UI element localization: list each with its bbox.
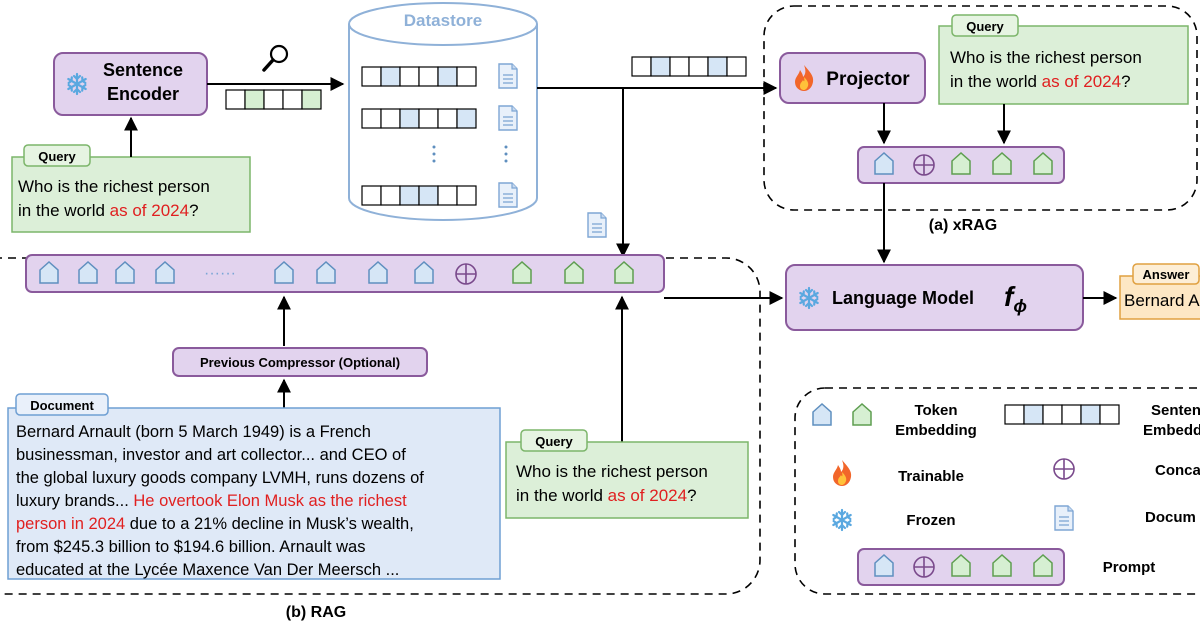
document-icon	[587, 212, 607, 238]
query-embedding-vector	[225, 89, 322, 110]
language-model-label: Language Model	[832, 288, 974, 308]
legend-sentence-vector	[1004, 404, 1120, 425]
circled-plus-icon	[1053, 458, 1075, 480]
answer-tag: Answer	[1143, 267, 1190, 282]
sentence-encoder-label-2: Encoder	[107, 84, 179, 104]
legend: Token Embedding Senten Embedd Trainable …	[812, 402, 1200, 586]
document-tag: Document	[30, 398, 94, 413]
document-line: from $245.3 billion to $194.6 billion. A…	[16, 538, 365, 556]
document-line: the global luxury goods company LVMH, ru…	[16, 469, 424, 487]
query-tag: Query	[535, 434, 573, 449]
legend-concat-label: Conca	[1155, 462, 1200, 479]
sentence-encoder-box: Sentence Encoder	[53, 52, 208, 116]
query-line-1: Who is the richest person	[950, 48, 1142, 67]
query-tag: Query	[38, 149, 76, 164]
fire-icon	[833, 460, 852, 486]
token-icon-green	[852, 403, 872, 426]
document-icon	[1054, 505, 1074, 531]
query-xrag: Query Who is the richest person in the w…	[938, 14, 1189, 105]
xrag-caption: (a) xRAG	[929, 217, 997, 234]
legend-token-label-2: Embedding	[895, 422, 977, 439]
query-line-1: Who is the richest person	[18, 177, 210, 196]
datastore-row-2	[361, 105, 518, 131]
legend-document-label: Docum	[1145, 509, 1196, 526]
legend-frozen-label: Frozen	[906, 512, 955, 529]
query-left: Query Who is the richest person in the w…	[11, 144, 251, 233]
rag-prompt-sequence: ······	[25, 254, 665, 293]
retrieved-embedding-vector	[631, 56, 747, 77]
previous-compressor-box: Previous Compressor (Optional)	[172, 347, 428, 377]
legend-token-label-1: Token	[914, 402, 957, 419]
document-line: person in 2024 due to a 21% decline in M…	[16, 515, 414, 533]
document-line: educated at the Lycée Maxence Van Der Me…	[16, 561, 399, 579]
document-line: Bernard Arnault (born 5 March 1949) is a…	[16, 423, 371, 441]
query-rag: Query Who is the richest person in the w…	[505, 429, 749, 519]
query-line-2: in the world as of 2024?	[18, 201, 199, 220]
model-symbol: fϕ	[1004, 281, 1027, 316]
answer-text: Bernard A	[1124, 291, 1200, 310]
query-tag: Query	[966, 19, 1004, 34]
datastore-ellipsis	[432, 145, 508, 163]
query-line-1: Who is the richest person	[516, 462, 708, 481]
sentence-encoder-label-1: Sentence	[103, 60, 183, 80]
token-ellipsis: ······	[204, 265, 236, 282]
magnifier-icon	[262, 44, 289, 72]
legend-prompt-sequence	[857, 548, 1065, 586]
xrag-prompt-sequence	[857, 146, 1065, 184]
language-model-box: Language Model fϕ	[785, 264, 1084, 331]
projector-label: Projector	[826, 69, 910, 90]
legend-sentence-label-1: Senten	[1151, 402, 1200, 419]
snowflake-icon	[832, 508, 852, 532]
answer-box: Answer Bernard A	[1119, 263, 1200, 320]
projector-box: Projector	[779, 52, 926, 104]
legend-prompt-label: Prompt	[1103, 559, 1156, 576]
query-line-2: in the world as of 2024?	[950, 72, 1131, 91]
document-icon	[498, 182, 518, 208]
document-line: luxury brands... He overtook Elon Musk a…	[16, 492, 407, 510]
legend-trainable-label: Trainable	[898, 468, 964, 485]
previous-compressor-label: Previous Compressor (Optional)	[200, 355, 400, 370]
legend-region	[794, 387, 1200, 595]
datastore-row-1	[361, 63, 518, 89]
query-line-2: in the world as of 2024?	[516, 486, 697, 505]
document-icon	[498, 105, 518, 131]
token-icon-blue	[812, 403, 832, 426]
xrag-region	[763, 5, 1198, 211]
datastore-title: Datastore	[404, 11, 482, 30]
document-icon	[498, 63, 518, 89]
document-box: Document Bernard Arnault (born 5 March 1…	[7, 393, 501, 580]
document-line: businessman, investor and art collector.…	[16, 446, 406, 464]
legend-sentence-label-2: Embedd	[1143, 422, 1200, 439]
rag-caption: (b) RAG	[286, 604, 346, 621]
datastore-row-3	[361, 182, 518, 208]
